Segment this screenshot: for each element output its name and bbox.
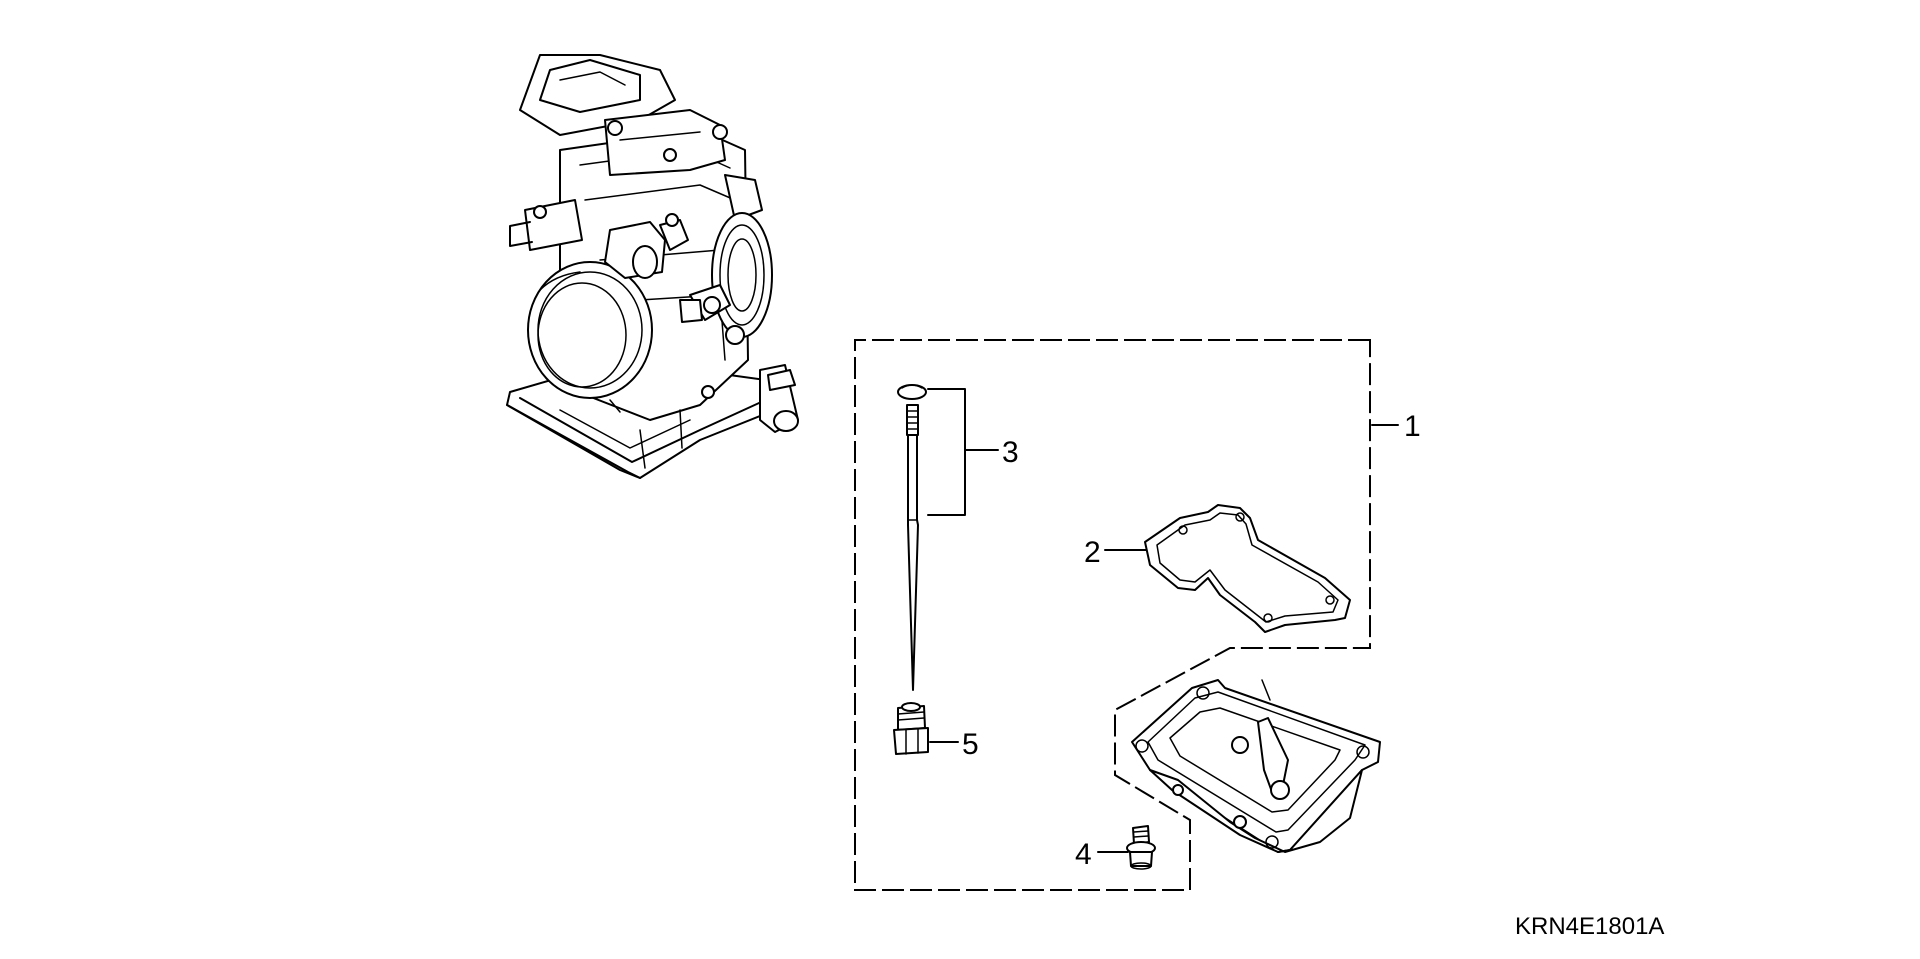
callout-2-label: 2 xyxy=(1084,536,1101,569)
diagram-code: KRN4E1801A xyxy=(1515,913,1664,940)
float-bowl-gasket-part xyxy=(1144,504,1351,633)
callout-3-label: 3 xyxy=(1002,436,1019,469)
carburetor-assembly xyxy=(506,54,799,479)
float-bowl-part xyxy=(1131,679,1381,853)
kit-boundary xyxy=(854,339,1371,891)
main-jet-part xyxy=(893,702,929,755)
callout-3-bracket xyxy=(927,388,999,516)
jet-needle-part xyxy=(897,384,927,691)
drain-screw-part xyxy=(1126,825,1156,870)
callout-4-label: 4 xyxy=(1075,838,1092,871)
callout-1-label: 1 xyxy=(1404,410,1421,443)
callout-5-label: 5 xyxy=(962,728,979,761)
